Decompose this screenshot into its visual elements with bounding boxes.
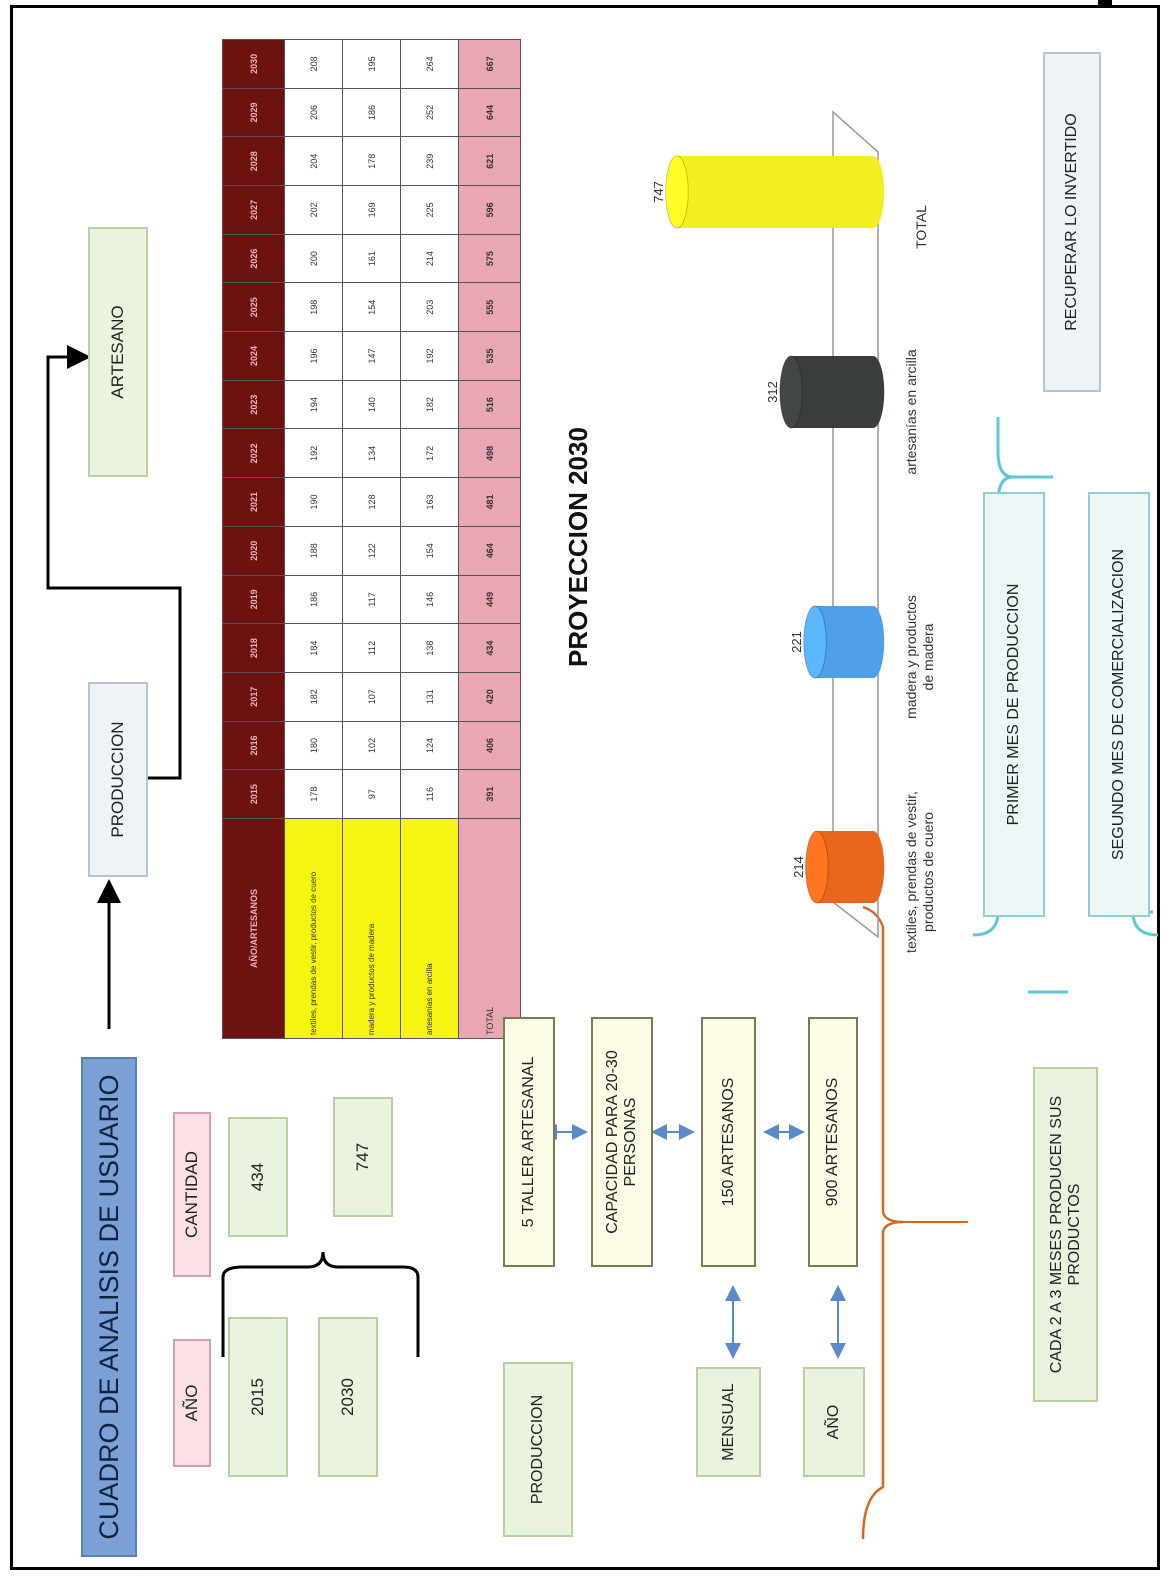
produccion-label-box: PRODUCCION [503,1362,573,1537]
year-brace [221,1251,420,1357]
rotated-canvas: CUADRO DE ANALISIS DE USUARIO PRODUCCION… [13,8,1159,1567]
chart-bar-top [805,830,829,904]
chart-bar-body [814,606,873,678]
chart-bar-value: 312 [765,381,780,403]
mensual-value-box: 150 ARTESANOS [701,1017,756,1267]
chart-bar-value: 747 [651,181,666,203]
chart-bar-body [791,356,873,428]
chart-bar-body [676,156,873,228]
teal-brace [972,417,1014,937]
chart-bar-top [803,605,827,679]
chart-bar-value: 214 [791,856,806,878]
chart-floor [832,110,879,939]
taller-box: 5 TALLER ARTESANAL [503,1017,555,1267]
cat-label-textiles: textiles, prendas de vestir, productos d… [903,791,936,953]
segundo-mes-box: SEGUNDO MES DE COMERCIALIZACION [1088,492,1150,917]
capacidad-box: CAPACIDAD PARA 20-30 PERSONAS [591,1017,653,1267]
anio-box: AÑO [803,1367,865,1477]
chart-bar-top [665,155,689,229]
anual-value-box: 900 ARTESANOS [808,1017,858,1267]
cat-label-arcilla: artesanías en arcilla [903,349,919,475]
chart-bar-value: 221 [789,631,804,653]
cycle-main-box: CADA 2 A 3 MESES PRODUCEN SUS PRODUCTOS [1033,1067,1098,1402]
chart-bar-base [861,831,885,903]
primer-mes-box: PRIMER MES DE PRODUCCION [983,492,1045,917]
cat-label-madera: madera y productos de madera [903,595,936,719]
projection-chart: 214 221 312 747 [651,110,885,939]
mensual-box: MENSUAL [696,1367,761,1477]
cat-label-total: TOTAL [913,205,929,249]
chart-bar-top [779,355,803,429]
diagram-sheet: CUADRO DE ANALISIS DE USUARIO PRODUCCION… [10,5,1160,1570]
chart-bar-base [861,356,885,428]
chart-bar-base [861,606,885,678]
chart-bar-body [816,831,874,903]
arrow-produccion-artesano [46,345,182,780]
recuperar-box: RECUPERAR LO INVERTIDO [1043,52,1101,392]
chart-bar-base [861,156,885,228]
